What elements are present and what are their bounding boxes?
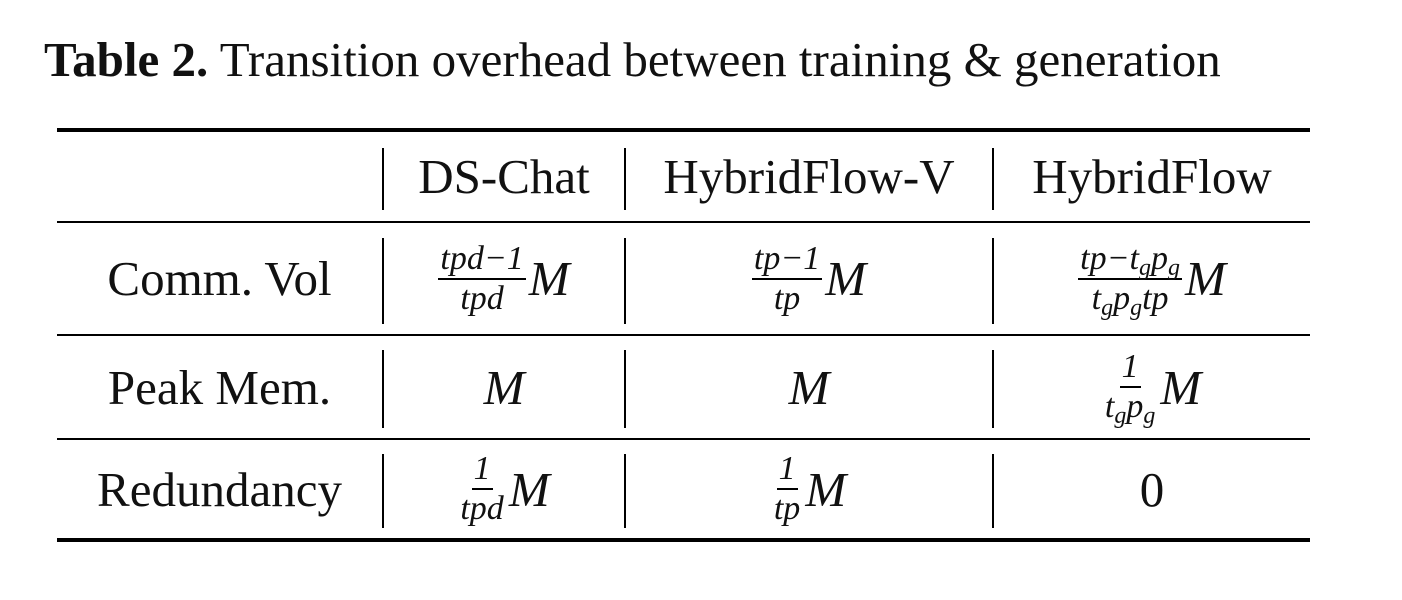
col-separator — [382, 238, 384, 324]
cell-redundancy-hybridflow-v: 1 tp M — [626, 440, 992, 538]
col-separator — [382, 350, 384, 428]
col-separator — [624, 148, 626, 210]
caption-text: Transition overhead between training & g… — [219, 32, 1221, 87]
fraction: tp−1 tp — [751, 240, 823, 317]
numerator: tpd−1 — [438, 240, 526, 280]
numerator: tp−1 — [751, 240, 823, 280]
suffix: M — [805, 461, 847, 517]
row-rule-1 — [57, 334, 1310, 336]
bottom-rule — [57, 538, 1310, 542]
col-separator — [992, 454, 994, 528]
denominator: tpd — [460, 279, 504, 317]
row-label-peak-mem: Peak Mem. — [107, 359, 332, 415]
numerator: 1 — [471, 451, 493, 490]
top-rule — [57, 128, 1310, 132]
denominator: tgpg — [1104, 388, 1156, 429]
row-label-redundancy: Redundancy — [97, 461, 342, 517]
cell-redundancy-ds-chat: 1 tpd M — [384, 440, 624, 538]
header-ds-chat: DS-Chat — [418, 149, 590, 204]
cell-redundancy-hybridflow: 0 — [1139, 461, 1165, 517]
col-separator — [624, 454, 626, 528]
fraction: 1 tp — [772, 451, 802, 527]
suffix: M — [1160, 359, 1202, 415]
col-separator — [624, 238, 626, 324]
row-label-comm-vol: Comm. Vol — [107, 251, 332, 306]
col-separator — [382, 148, 384, 210]
table-caption: Table 2. Transition overhead between tra… — [44, 30, 1221, 90]
denominator: tpd — [460, 490, 504, 527]
suffix: M — [528, 251, 570, 306]
header-empty — [57, 132, 382, 221]
col-separator — [992, 350, 994, 428]
cell-comm-vol-hybridflow-v: tp−1 tp M — [626, 223, 992, 334]
cell-comm-vol-ds-chat: tpd−1 tpd M — [384, 223, 624, 334]
denominator: tgpgtp — [1091, 279, 1169, 321]
suffix: M — [825, 251, 867, 306]
cell-comm-vol-hybridflow: tp−tgpg tgpgtp M — [994, 223, 1310, 334]
cell-peak-mem-ds-chat: M — [483, 359, 525, 415]
denominator: tp — [773, 279, 801, 317]
header-rule — [57, 221, 1310, 223]
header-hybridflow: HybridFlow — [1032, 149, 1272, 204]
suffix: M — [1185, 251, 1226, 306]
col-separator — [992, 148, 994, 210]
numerator: 1 — [776, 451, 798, 490]
cell-peak-mem-hybridflow-v: M — [788, 359, 830, 415]
fraction: tp−tgpg tgpgtp — [1078, 239, 1182, 321]
caption-label: Table 2. — [44, 32, 209, 87]
numerator: 1 — [1119, 349, 1141, 388]
col-separator — [624, 350, 626, 428]
header-hybridflow-v: HybridFlow-V — [663, 149, 955, 204]
suffix: M — [508, 461, 550, 517]
row-rule-2 — [57, 438, 1310, 440]
fraction: 1 tpd — [458, 451, 505, 527]
col-separator — [992, 238, 994, 324]
fraction: tpd−1 tpd — [438, 240, 526, 317]
cell-peak-mem-hybridflow: 1 tgpg M — [994, 336, 1310, 438]
numerator: tp−tgpg — [1078, 239, 1182, 281]
col-separator — [382, 454, 384, 528]
fraction: 1 tgpg — [1103, 349, 1157, 429]
denominator: tp — [773, 490, 801, 527]
